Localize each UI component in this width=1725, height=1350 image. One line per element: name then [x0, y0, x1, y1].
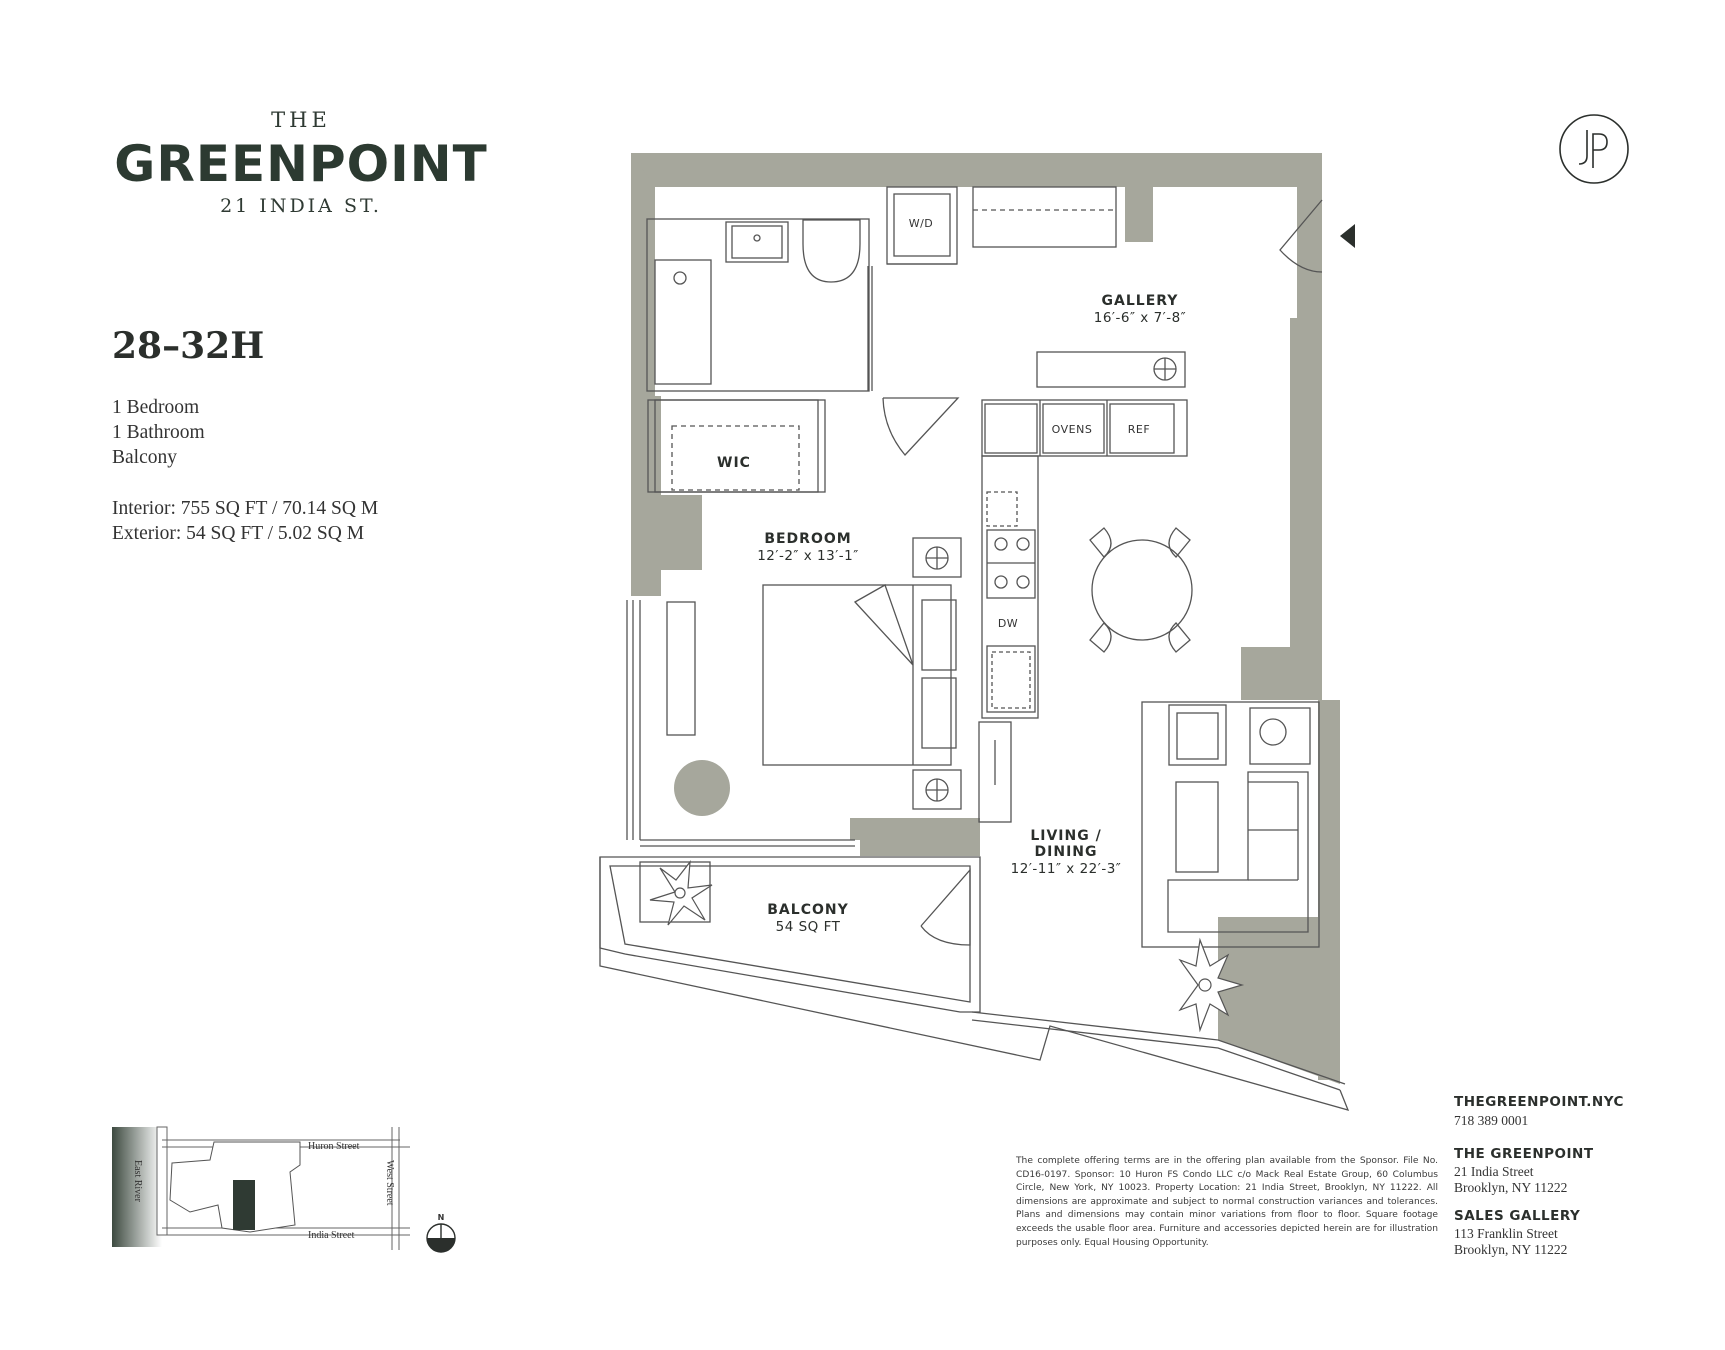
- north-compass-icon: [426, 1223, 456, 1253]
- ovens-label: OVENS: [1052, 423, 1093, 436]
- entry-arrow-icon: [1340, 224, 1355, 248]
- building-line1: 21 India Street: [1454, 1164, 1534, 1179]
- unit-highlight: [233, 1180, 255, 1230]
- living-label-line1: LIVING /: [1030, 828, 1101, 844]
- sales-line2: Brooklyn, NY 11222: [1454, 1242, 1568, 1257]
- plan-walls: [631, 153, 1340, 1084]
- street-bottom: India Street: [308, 1230, 355, 1241]
- bedroom-dims: 12′-2″ x 13′-1″: [757, 548, 859, 564]
- living-dims: 12′-11″ x 22′-3″: [1011, 861, 1122, 877]
- plant-icon: [649, 860, 1245, 1033]
- bedroom-label: BEDROOM: [764, 531, 851, 547]
- spec-bathroom: 1 Bathroom: [112, 422, 205, 443]
- dishwasher-label: DW: [998, 617, 1018, 630]
- sales-line1: 113 Franklin Street: [1454, 1226, 1558, 1241]
- living-label-line2: DINING: [1035, 844, 1098, 860]
- spec-bedroom: 1 Bedroom: [112, 397, 200, 418]
- spec-exterior: Exterior: 54 SQ FT / 5.02 SQ M: [112, 523, 365, 544]
- brand-the: THE: [271, 108, 331, 132]
- key-map: Huron Street India Street East River Wes…: [112, 1126, 456, 1253]
- balcony-dims: 54 SQ FT: [776, 919, 841, 935]
- spec-interior: Interior: 755 SQ FT / 70.14 SQ M: [112, 498, 379, 519]
- legal-disclaimer: The complete offering terms are in the o…: [1016, 1156, 1438, 1248]
- unit-number: 28–32H: [112, 325, 265, 367]
- plan-partitions: [599, 186, 1350, 1111]
- spec-balcony: Balcony: [112, 447, 177, 468]
- building-heading: THE GREENPOINT: [1454, 1146, 1594, 1162]
- fridge-label: REF: [1128, 423, 1150, 436]
- gallery-dims: 16′-6″ x 7′-8″: [1094, 310, 1186, 326]
- building-line2: Brooklyn, NY 11222: [1454, 1180, 1568, 1195]
- bedroom-rug: [674, 760, 730, 816]
- washer-dryer-label: W/D: [909, 217, 934, 230]
- sales-heading: SALES GALLERY: [1454, 1208, 1581, 1224]
- north-label: N: [438, 1213, 445, 1222]
- brand-address: 21 INDIA ST.: [220, 195, 382, 217]
- phone-number: 718 389 0001: [1454, 1113, 1529, 1128]
- street-top: Huron Street: [308, 1141, 360, 1152]
- gallery-label: GALLERY: [1102, 293, 1179, 309]
- brand-name: GREENPOINT: [114, 135, 488, 193]
- jp-monogram-icon: [1559, 114, 1629, 184]
- river-label: East River: [132, 1160, 143, 1203]
- wic-label: WIC: [717, 455, 751, 471]
- balcony-label: BALCONY: [767, 902, 848, 918]
- river-area: [112, 1127, 162, 1247]
- website-link[interactable]: THEGREENPOINT.NYC: [1454, 1094, 1624, 1110]
- street-right: West Street: [384, 1160, 395, 1206]
